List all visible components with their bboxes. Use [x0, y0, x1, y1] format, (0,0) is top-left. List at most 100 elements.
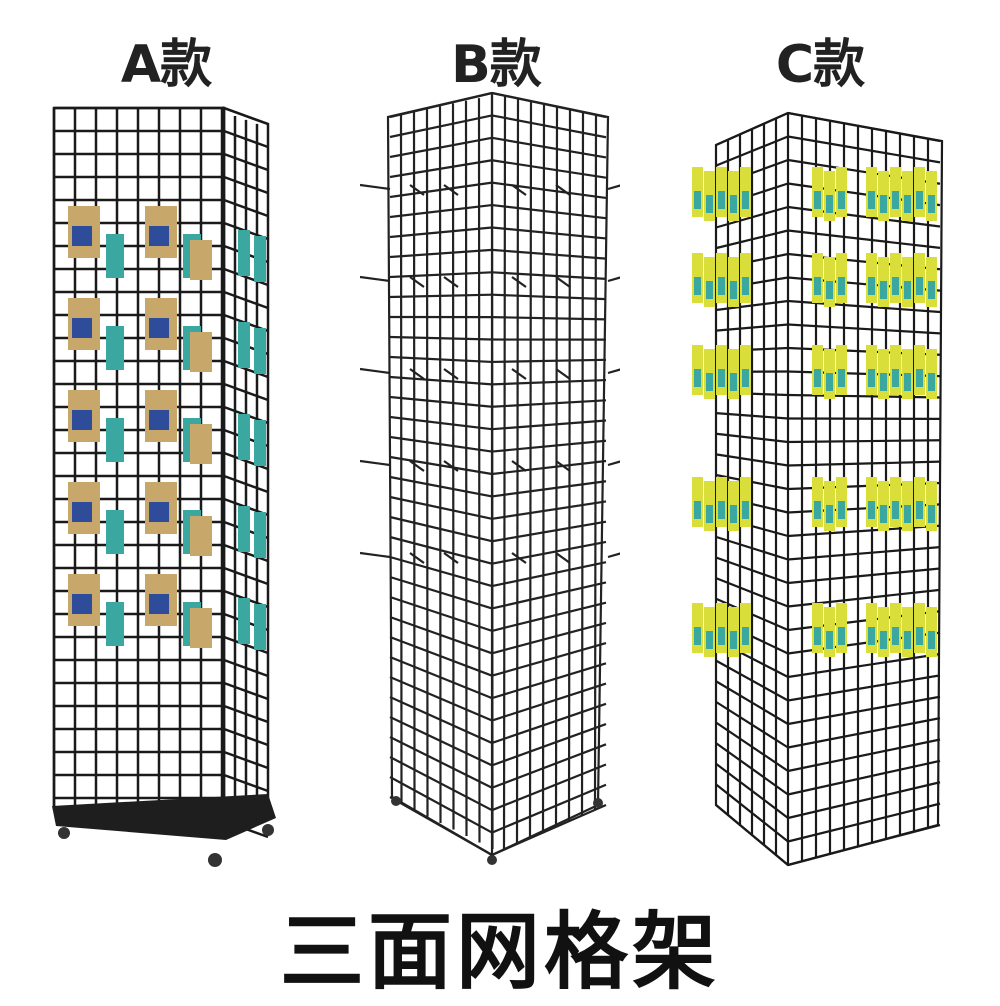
product-bag: [254, 604, 266, 650]
product-bag: [238, 598, 250, 644]
product-card-window: [814, 627, 821, 645]
wire-bar: [492, 138, 606, 158]
wire-bar: [492, 582, 606, 608]
wire-bar: [492, 400, 606, 406]
product-card-window: [868, 627, 875, 645]
wire-bar: [492, 272, 606, 279]
product-card-window: [892, 627, 899, 645]
product-cup: [106, 326, 124, 370]
hook: [360, 277, 390, 281]
product-card-window: [916, 501, 923, 519]
product-card-window: [838, 277, 845, 295]
product-card-window: [880, 505, 887, 523]
product-card-window: [880, 195, 887, 213]
hook: [608, 185, 620, 189]
rack-c-label: C款: [720, 22, 920, 97]
wire-bar: [466, 101, 467, 836]
wire-bar: [788, 325, 940, 334]
hook: [444, 369, 458, 379]
grid-rack-b-image: [360, 85, 620, 875]
hook: [556, 553, 570, 563]
wire-bar: [492, 250, 606, 259]
hook: [512, 277, 526, 287]
wire-bar: [788, 395, 940, 398]
product-package: [190, 424, 212, 464]
product-card-window: [826, 195, 833, 213]
wire-bar: [492, 704, 606, 743]
product-card-window: [838, 501, 845, 519]
wire-bar: [492, 765, 606, 811]
product-card-window: [694, 501, 701, 519]
wire-bar: [492, 461, 606, 474]
product-cup: [106, 234, 124, 278]
hook: [360, 185, 390, 189]
product-card-window: [706, 281, 713, 299]
product-card-window: [718, 277, 725, 295]
product-card-window: [814, 369, 821, 387]
product-card-window: [814, 501, 821, 519]
hook: [410, 553, 424, 563]
product-card-window: [916, 369, 923, 387]
hook: [608, 461, 620, 465]
product-card-window: [892, 277, 899, 295]
product-card-window: [868, 501, 875, 519]
wire-bar: [492, 805, 606, 855]
grid-rack-a-image: [40, 88, 300, 878]
hook: [556, 277, 570, 287]
product-card-window: [730, 505, 737, 523]
wire-bar: [492, 562, 606, 586]
product-card-window: [904, 195, 911, 213]
product-card-window: [814, 191, 821, 209]
product-card-window: [694, 369, 701, 387]
product-card-window: [826, 373, 833, 391]
product-card-window: [904, 373, 911, 391]
wire-bar: [492, 183, 606, 198]
product-cup: [106, 510, 124, 554]
wire-bar: [492, 744, 606, 787]
wire-bar: [492, 205, 606, 218]
product-card-window: [880, 373, 887, 391]
product-card-window: [892, 369, 899, 387]
hook: [360, 369, 390, 373]
product-card-window: [730, 281, 737, 299]
product-card-window: [826, 631, 833, 649]
product-card-window: [904, 631, 911, 649]
product-card-window: [838, 369, 845, 387]
wire-bar: [492, 360, 606, 362]
wire-bar: [788, 675, 940, 700]
wire-bar: [788, 137, 940, 163]
wire-bar: [788, 825, 940, 865]
wire-bar: [390, 337, 492, 340]
wire-bar: [492, 724, 606, 765]
product-card-window: [892, 191, 899, 209]
product-bag: [254, 512, 266, 558]
product-card-window: [880, 631, 887, 649]
wire-bar: [788, 113, 940, 141]
product-card-window: [826, 505, 833, 523]
wire-bar: [788, 782, 940, 818]
hook: [444, 277, 458, 287]
product-card-window: [706, 505, 713, 523]
product-card-window: [904, 505, 911, 523]
product-card-window: [928, 631, 935, 649]
product-card-window: [730, 373, 737, 391]
product-label: [72, 318, 92, 338]
wire-bar: [492, 317, 606, 319]
product-card-window: [814, 277, 821, 295]
wire-bar: [492, 160, 606, 177]
product-label: [72, 594, 92, 614]
product-card-window: [826, 281, 833, 299]
product-card-window: [892, 501, 899, 519]
wire-bar: [390, 295, 492, 297]
product-bag: [238, 506, 250, 552]
product-label: [149, 410, 169, 430]
product-label: [149, 318, 169, 338]
product-bag: [254, 420, 266, 466]
product-bag: [254, 236, 266, 282]
product-card-window: [880, 281, 887, 299]
product-card-window: [868, 369, 875, 387]
product-card-window: [718, 369, 725, 387]
product-label: [72, 502, 92, 522]
wire-bar: [492, 663, 606, 698]
product-card-window: [868, 277, 875, 295]
